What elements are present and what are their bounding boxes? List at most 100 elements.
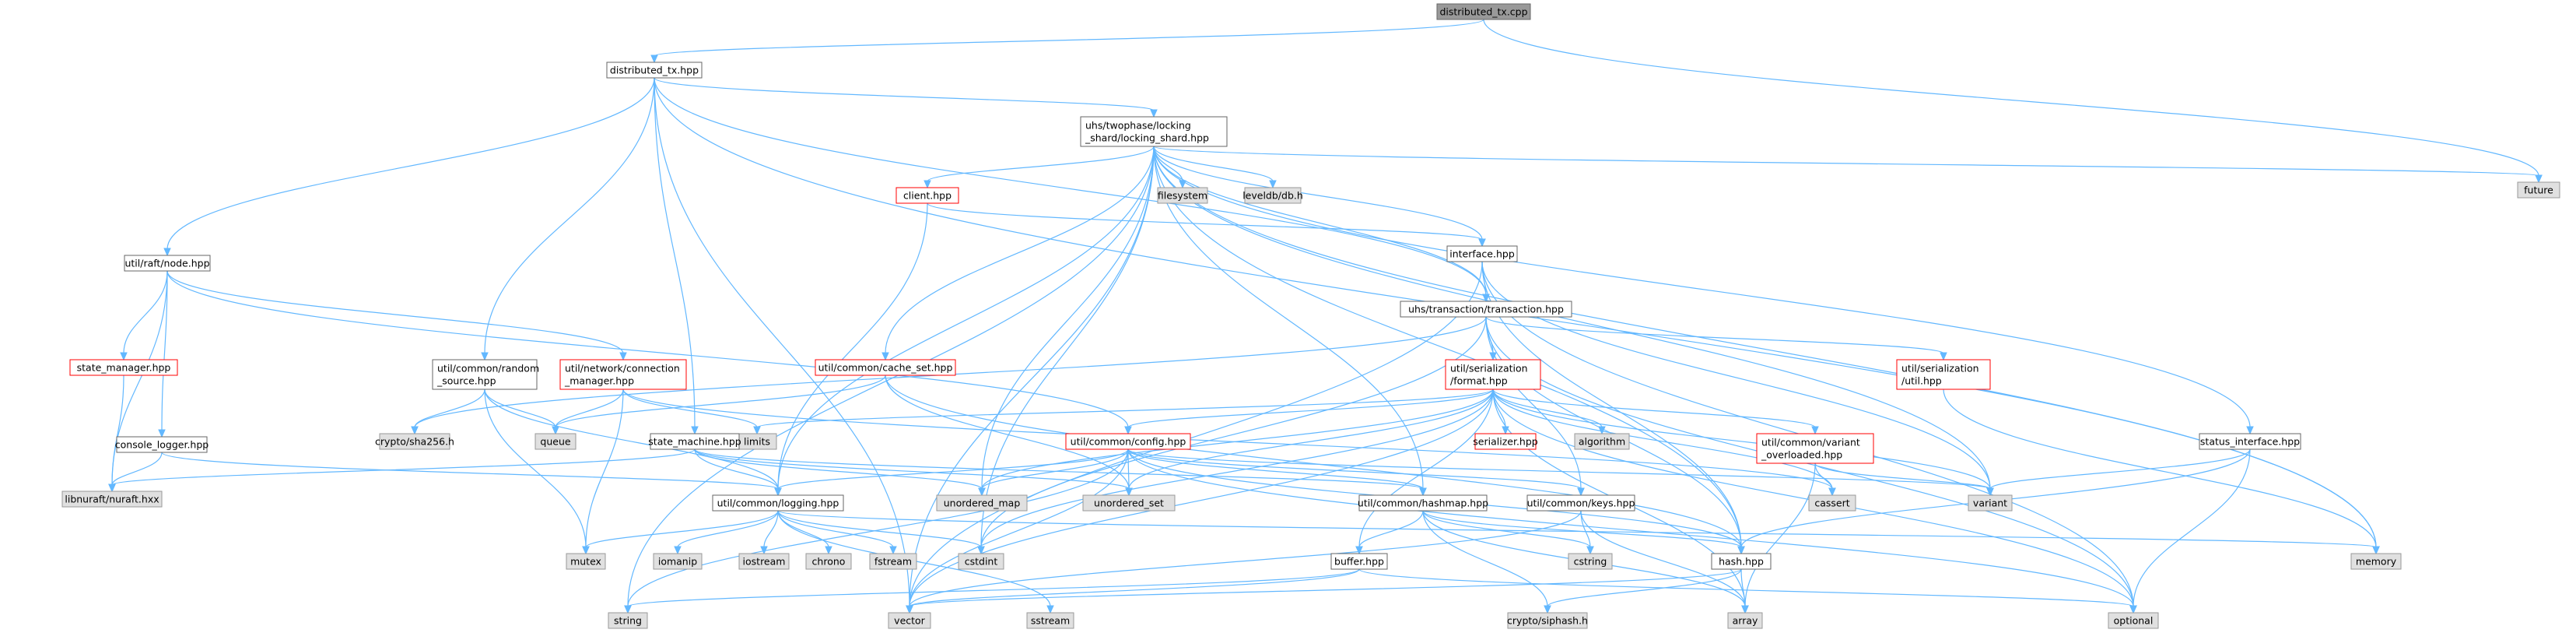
dependency-edge [906,448,1129,614]
dependency-edge [1492,389,1819,435]
node-label: chrono [812,556,846,568]
node-label: interface.hpp [1449,248,1515,260]
dependency-edge [1740,568,1749,614]
node-cstdint[interactable]: cstdint [958,553,1004,570]
node-interface[interactable]: interface.hpp [1446,245,1518,262]
node-limits[interactable]: limits [737,433,777,450]
node-keys[interactable]: util/common/keys.hpp [1526,494,1635,512]
dependency-edge [624,568,1360,614]
node-format[interactable]: util/serialization/format.hpp [1445,359,1541,390]
node-vector[interactable]: vector [888,612,931,629]
node-label: util/common/keys.hpp [1527,498,1635,509]
node-cassert[interactable]: cassert [1808,494,1856,512]
node-string[interactable]: string [608,612,648,629]
node-label: iomanip [658,556,697,568]
node-filesystem[interactable]: filesystem [1157,187,1208,204]
dependency-edge [654,77,699,435]
node-label: mutex [570,556,601,568]
node-cacheset[interactable]: util/common/cache_set.hpp [815,359,956,376]
node-label: leveldb/db.h [1242,190,1303,202]
node-label: state_machine.hpp [648,436,741,448]
node-future[interactable]: future [2517,181,2560,199]
node-label: /util.hpp [1901,375,1942,387]
node-label: _shard/locking_shard.hpp [1085,132,1209,144]
node-transaction[interactable]: uhs/transaction/transaction.hpp [1400,301,1572,318]
node-variant[interactable]: variant [1968,494,2013,512]
node-config[interactable]: util/common/config.hpp [1065,433,1191,450]
node-cstring[interactable]: cstring [1568,553,1613,570]
node-array[interactable]: array [1727,612,1763,629]
node-dtx[interactable]: distributed_tx.hpp [606,62,703,79]
dependency-edge [1986,448,2251,497]
node-hashmap[interactable]: util/common/hashmap.hpp [1358,494,1488,512]
node-label: util/serialization [1450,363,1528,375]
node-logging[interactable]: util/common/logging.hpp [712,494,844,512]
dependency-edge [674,510,779,555]
dependency-edge [1485,316,1497,361]
node-serutil[interactable]: util/serialization/util.hpp [1896,359,1991,390]
node-label: _source.hpp [436,375,496,387]
node-serializer[interactable]: serializer.hpp [1473,433,1538,450]
dependency-edge [1943,389,2380,555]
node-algorithm[interactable]: algorithm [1574,433,1630,450]
node-sstream[interactable]: sstream [1026,612,1074,629]
node-consolelogger[interactable]: console_logger.hpp [115,436,209,453]
node-root[interactable]: distributed_tx.cpp [1436,3,1531,20]
dependency-edge [582,510,779,555]
dependency-edge [624,146,1155,614]
dependency-edge [163,77,655,257]
dependency-edge [108,375,124,493]
node-label: variant [1973,498,2007,509]
dependency-edge [484,389,590,555]
dependency-edge [927,202,1486,248]
node-chrono[interactable]: chrono [805,553,852,570]
dependency-edge [166,270,627,361]
node-unordered-map[interactable]: unordered_map [936,494,1028,512]
node-client[interactable]: client.hpp [895,187,959,204]
node-statusiface[interactable]: status_interface.hpp [2199,433,2301,450]
dependency-edge [1153,146,2380,555]
node-label: string [614,615,642,627]
node-label: util/serialization [1901,363,1979,375]
node-queue[interactable]: queue [534,433,577,450]
node-label: client.hpp [903,190,952,202]
dependency-edge [120,270,168,361]
node-buffer[interactable]: buffer.hpp [1330,553,1388,570]
node-label: distributed_tx.cpp [1439,6,1527,18]
dependency-edge [158,270,168,438]
node-label: distributed_tx.hpp [610,65,699,76]
node-label: util/common/hashmap.hpp [1358,498,1488,509]
node-connmgr[interactable]: util/network/connection_manager.hpp [559,359,687,390]
dependency-edge [654,77,913,614]
node-hash[interactable]: hash.hpp [1711,553,1772,570]
node-iostream[interactable]: iostream [738,553,790,570]
node-siphash[interactable]: crypto/siphash.h [1507,612,1588,629]
node-leveldb[interactable]: leveldb/db.h [1242,187,1303,204]
node-label: optional [2114,615,2154,627]
dependency-edge [906,510,1582,614]
node-iomanip[interactable]: iomanip [653,553,703,570]
node-mutex[interactable]: mutex [566,553,606,570]
node-fstream[interactable]: fstream [869,553,917,570]
node-label: array [1733,615,1758,627]
dependency-edge [924,146,1155,189]
edge-layer [108,19,2543,614]
node-memory[interactable]: memory [2350,553,2402,570]
dependency-edge [1483,19,2543,184]
node-statemgr[interactable]: state_manager.hpp [69,359,178,376]
node-node[interactable]: util/raft/node.hpp [124,255,211,272]
dependency-edge [753,389,1494,435]
node-label: future [2524,185,2553,196]
dependency-edge [1544,568,1742,614]
dependency-edge [1127,448,2137,614]
node-optional[interactable]: optional [2108,612,2159,629]
node-label: util/common/variant [1761,437,1860,448]
node-lshard[interactable]: uhs/twophase/locking_shard/locking_shard… [1080,116,1228,147]
node-unordered-set[interactable]: unordered_set [1082,494,1176,512]
node-variantovl[interactable]: util/common/variant_overloaded.hpp [1756,433,1874,464]
node-nuraft[interactable]: libnuraft/nuraft.hxx [61,491,163,508]
node-random[interactable]: util/common/random_source.hpp [432,359,539,390]
node-sha256[interactable]: crypto/sha256.h [375,433,454,450]
dependency-edge [881,146,1155,361]
node-statemachine[interactable]: state_machine.hpp [648,433,741,450]
